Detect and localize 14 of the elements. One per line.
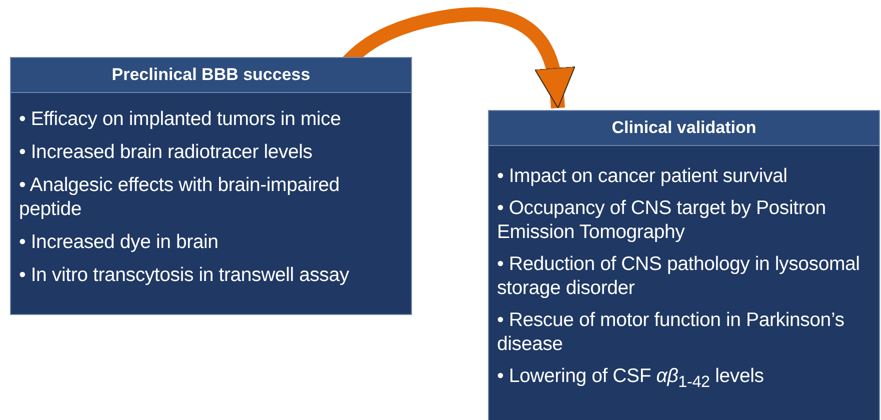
- bullet-text: • Rescue of motor function in Parkinson’s disease: [496, 308, 846, 356]
- bullet-text: • Increased brain radiotracer levels: [18, 140, 314, 164]
- text-panel: [10, 57, 412, 315]
- panel-heading: Preclinical BBB success: [11, 58, 411, 93]
- bullet-text: • Efficacy on implanted tumors in mice: [18, 107, 342, 131]
- bullet-text: • Reduction of CNS pathology in lysosomal storage disorder: [496, 252, 861, 300]
- panel-heading: Clinical validation: [489, 111, 879, 146]
- bullet-text: • Analgesic effects with brain-impaired peptide: [18, 173, 341, 221]
- bullet-text: • Impact on cancer patient survival: [496, 164, 788, 188]
- bullet-text: • Occupancy of CNS target by Positron Emission Tomography: [496, 196, 827, 244]
- text-panel: [488, 110, 880, 420]
- bullet-text: • In vitro transcytosis in transwell assay: [18, 263, 350, 287]
- bullet-text: • Increased dye in brain: [18, 230, 220, 254]
- bullet-text: • Lowering of CSF αβ$_{1-42}$ levels: [496, 364, 765, 393]
